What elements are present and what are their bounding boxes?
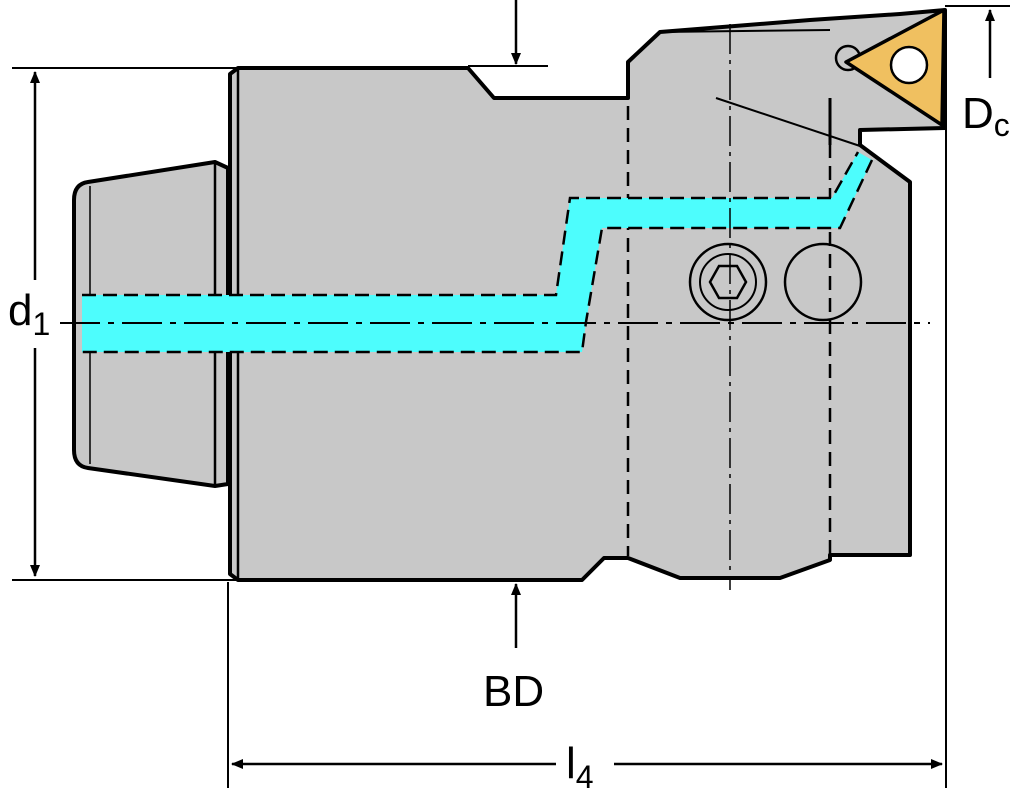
hex-socket-icon [708,264,748,300]
coolant-channel [82,152,872,352]
l4-label: l4 [566,739,594,795]
insert-hole [889,45,929,85]
cartridge-chamfer [715,97,861,147]
adjusting-screw-outer [688,242,768,322]
cartridge-upper-edge [659,29,831,33]
clamp-screw [783,242,863,322]
bd-label: BD [483,667,544,716]
adjusting-screw-inner [699,253,757,311]
d1-label: d1 [8,286,50,342]
dc-label: Dc [962,89,1010,143]
coolant-channel-outline [82,151,874,354]
